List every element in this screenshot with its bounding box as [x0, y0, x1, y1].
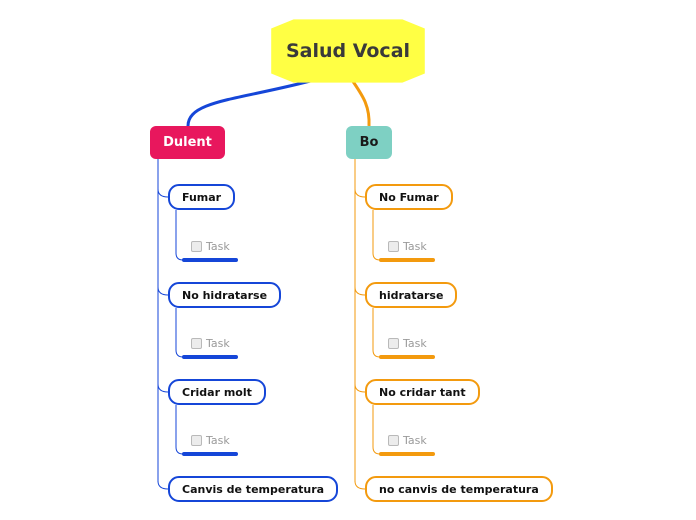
task-item[interactable]: Task — [191, 337, 230, 350]
task-label: Task — [403, 434, 427, 447]
branch-dulent-label: Dulent — [163, 135, 212, 150]
checkbox-icon[interactable] — [388, 338, 399, 349]
branch-bo-label: Bo — [359, 135, 379, 150]
task-label: Task — [206, 434, 230, 447]
task-item[interactable]: Task — [191, 240, 230, 253]
topic-no-fumar[interactable]: No Fumar — [365, 184, 453, 210]
branch-bo[interactable]: Bo — [346, 126, 392, 159]
topic-hidratarse[interactable]: hidratarse — [365, 282, 458, 308]
task-progress-bar — [182, 258, 238, 262]
task-label: Task — [403, 337, 427, 350]
topic-label: No cridar tant — [379, 385, 466, 399]
topic-label: Cridar molt — [182, 385, 252, 399]
topic-label: Canvis de temperatura — [182, 482, 325, 496]
task-progress-bar — [379, 355, 435, 359]
topic-label: no canvis de temperatura — [379, 482, 539, 496]
task-item[interactable]: Task — [191, 434, 230, 447]
checkbox-icon[interactable] — [191, 241, 202, 252]
topic-label: Fumar — [182, 190, 222, 204]
topic-no-hidratarse[interactable]: No hidratarse — [168, 282, 282, 308]
topic-label: No Fumar — [379, 190, 439, 204]
task-item[interactable]: Task — [388, 434, 427, 447]
topic-no-canvis-de-temperatura[interactable]: no canvis de temperatura — [365, 476, 553, 502]
task-progress-bar — [379, 258, 435, 262]
task-label: Task — [403, 240, 427, 253]
checkbox-icon[interactable] — [388, 435, 399, 446]
task-item[interactable]: Task — [388, 240, 427, 253]
task-progress-bar — [379, 452, 435, 456]
topic-no-cridar-tant[interactable]: No cridar tant — [365, 379, 480, 405]
task-label: Task — [206, 337, 230, 350]
checkbox-icon[interactable] — [191, 338, 202, 349]
task-label: Task — [206, 240, 230, 253]
checkbox-icon[interactable] — [191, 435, 202, 446]
topic-canvis-de-temperatura[interactable]: Canvis de temperatura — [168, 476, 339, 502]
branch-dulent[interactable]: Dulent — [150, 126, 225, 159]
task-progress-bar — [182, 452, 238, 456]
topic-cridar-molt[interactable]: Cridar molt — [168, 379, 266, 405]
topic-label: hidratarse — [379, 288, 444, 302]
task-progress-bar — [182, 355, 238, 359]
task-item[interactable]: Task — [388, 337, 427, 350]
topic-label: No hidratarse — [182, 288, 268, 302]
topic-fumar[interactable]: Fumar — [168, 184, 236, 210]
root-topic[interactable]: Salud Vocal — [271, 19, 425, 83]
checkbox-icon[interactable] — [388, 241, 399, 252]
root-topic-label: Salud Vocal — [285, 40, 411, 62]
